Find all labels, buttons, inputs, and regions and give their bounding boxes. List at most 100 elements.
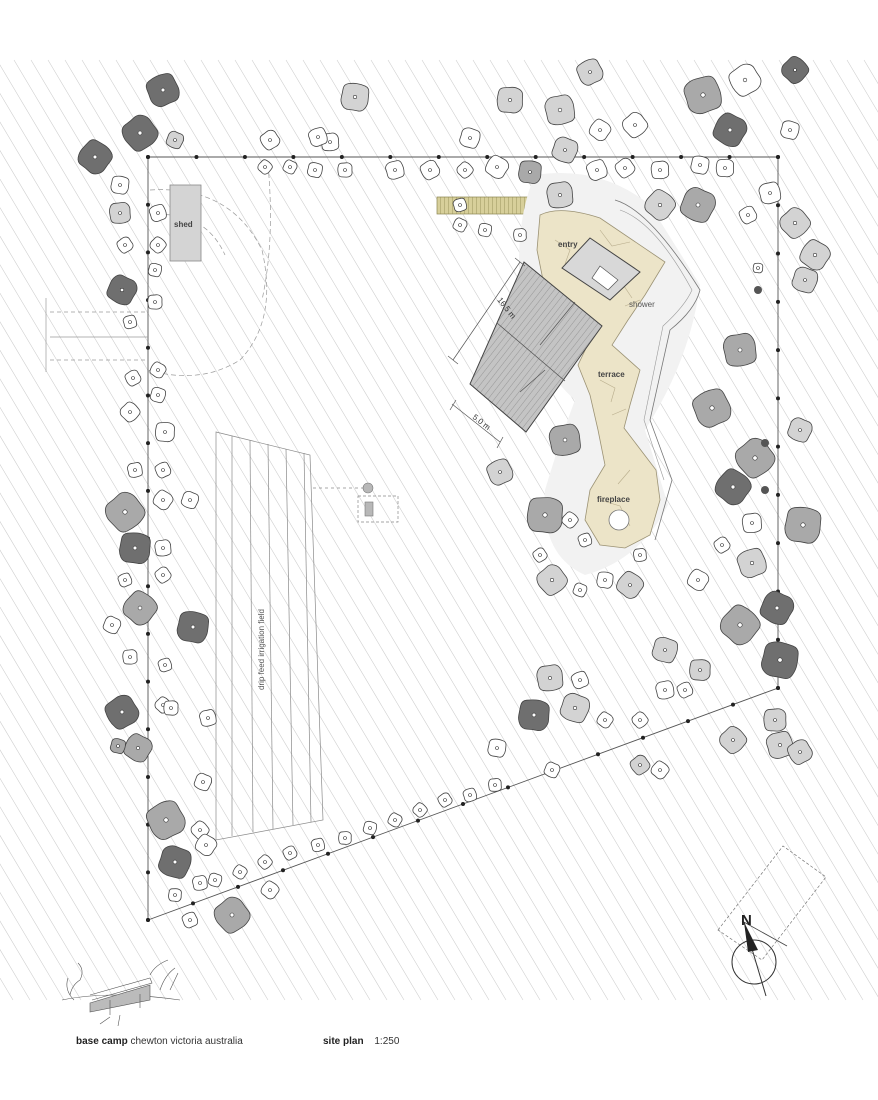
tree [544,94,576,126]
tree [763,708,787,732]
drawing-title: site plan [323,1036,364,1047]
boundary-post [731,702,735,707]
tree [577,532,593,548]
boundary-post [146,918,150,922]
tree [362,820,378,836]
terrace-label: terrace [598,370,625,379]
tree [683,75,722,115]
tree [102,615,122,635]
tree [119,401,141,423]
boundary-post [146,488,150,493]
tree [154,422,175,443]
tree [629,754,651,776]
project-name: base camp [76,1036,128,1047]
irrigation-field [215,431,365,841]
tree [543,761,561,779]
boundary-post [146,393,150,398]
irrigation-label: drip feed irrigation field [257,609,266,690]
tree [147,262,163,278]
boundary-post [291,155,296,159]
shed-building [169,184,202,262]
tree [152,489,174,511]
tree [714,468,752,506]
boundary-post [236,884,240,889]
tree [477,223,493,238]
tree [676,681,694,699]
tree [77,139,113,175]
tree [145,800,186,841]
boundary-post [436,155,441,159]
tree [536,564,568,596]
tree [787,417,813,443]
drawing-caption: site plan 1:250 [323,1036,399,1047]
tree [715,158,735,178]
tree [307,162,323,179]
tree [644,189,676,221]
tree [722,332,757,367]
boundary-post [242,155,247,159]
boundary-post [485,155,490,159]
boundary-post [146,679,150,684]
tree [719,725,748,755]
tree [728,63,762,97]
tree [779,207,811,239]
boundary-post [146,155,150,159]
tree [738,205,758,225]
boundary-post [146,774,150,779]
tree [452,197,468,213]
dimension-lines [447,257,526,449]
timber-deck-walkway [436,196,533,215]
boundary-post [416,818,420,823]
tree [338,831,352,845]
shower-label: shower [629,300,655,309]
tree-stump [761,486,769,494]
tree [213,896,251,934]
tree [650,760,670,780]
north-arrow [717,845,827,997]
tree [719,604,761,646]
boundary-post [776,348,780,353]
tree [260,880,280,900]
tree [690,155,710,175]
tree [282,845,298,861]
tree [104,491,146,533]
boundary-post [679,155,684,159]
tree-stump [761,439,769,447]
tree [163,700,179,716]
boundary-post [641,735,645,740]
tree [734,437,776,479]
tree [257,854,273,870]
paved-path [536,210,666,549]
drawing-scale: 1:250 [374,1036,400,1047]
tree [551,136,579,164]
tree [110,175,130,195]
tree [548,423,581,456]
tree [616,570,645,599]
site-wall [614,199,701,541]
boundary-post [776,396,780,401]
tree [181,911,199,929]
boundary-post [533,155,538,159]
tree [310,837,325,853]
tree [588,118,612,142]
tree [741,512,763,533]
tree [149,361,167,379]
boundary-post [146,584,150,589]
boundary-post [776,686,780,690]
boundary-post [146,870,150,875]
tree [104,694,140,730]
tree [199,709,217,727]
tree [149,236,167,254]
tree [456,161,474,179]
fireplace-hearth [608,509,630,531]
tree [192,875,208,891]
tree [193,772,213,792]
tree [586,159,608,181]
tree [122,649,138,665]
tree [459,127,481,149]
main-building [469,237,641,433]
tree [570,670,589,690]
tree [780,120,800,140]
tree [168,888,182,902]
boundary-post [686,719,690,724]
